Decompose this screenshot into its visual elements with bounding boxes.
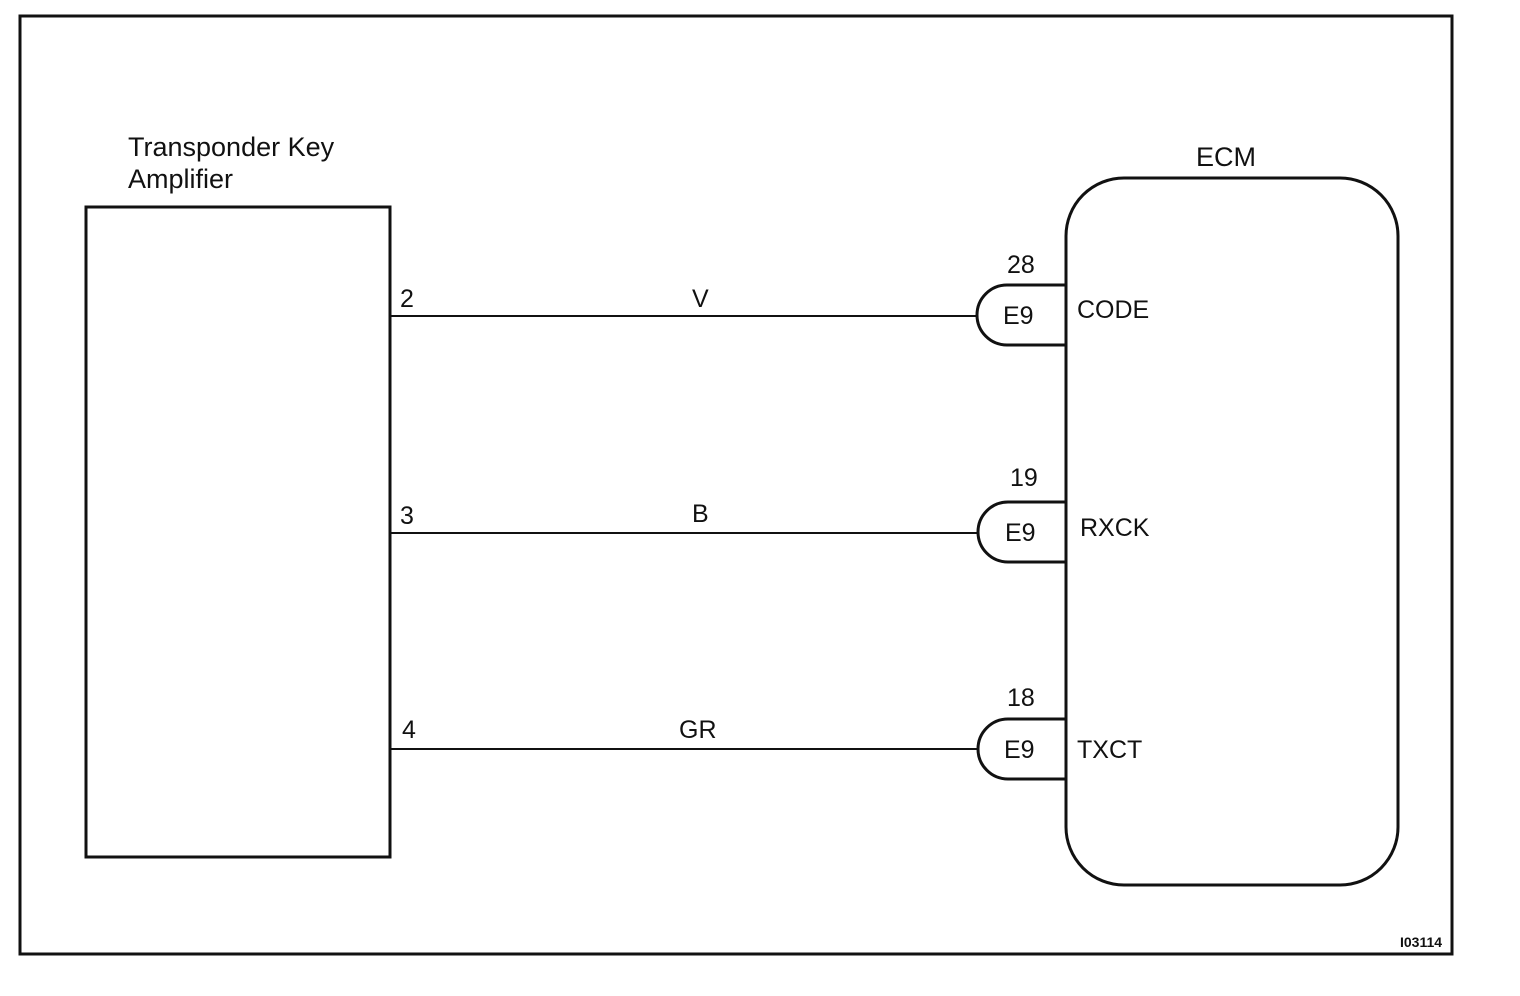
- wire-code: 2 V 28 E9 CODE: [390, 251, 1149, 347]
- wire-txct: 4 GR 18 E9 TXCT: [390, 684, 1142, 781]
- ecm-pin-number: 19: [1010, 464, 1038, 492]
- connector-code: E9: [1005, 519, 1036, 547]
- amplifier-pin-number: 2: [400, 285, 414, 313]
- wire-color-label: V: [692, 285, 709, 313]
- connector-terminal: [976, 500, 1066, 564]
- amplifier-box: [84, 205, 392, 859]
- amplifier-name-line1: Transponder Key: [128, 132, 335, 162]
- figure-id: I03114: [1400, 934, 1442, 950]
- connector-code: E9: [1004, 736, 1035, 764]
- wire-color-label: GR: [679, 716, 717, 744]
- amplifier-pin-number: 3: [400, 502, 414, 530]
- ecm-pin-number: 18: [1007, 684, 1035, 712]
- ecm-pin-number: 28: [1007, 251, 1035, 279]
- ecm-terminal-name: TXCT: [1077, 736, 1142, 764]
- ecm-box: [1064, 176, 1400, 887]
- wire-rxck: 3 B 19 E9 RXCK: [390, 464, 1150, 564]
- ecm-terminal-name: RXCK: [1080, 514, 1150, 542]
- connector-terminal: [975, 283, 1066, 347]
- connector-code: E9: [1003, 302, 1034, 330]
- amplifier-name-line2: Amplifier: [128, 164, 233, 194]
- wire-color-label: B: [692, 500, 709, 528]
- connector-terminal: [976, 717, 1066, 781]
- diagram-frame: [18, 14, 1454, 956]
- ecm-name: ECM: [1196, 142, 1256, 172]
- ecm-terminal-name: CODE: [1077, 296, 1149, 324]
- amplifier-pin-number: 4: [402, 716, 416, 744]
